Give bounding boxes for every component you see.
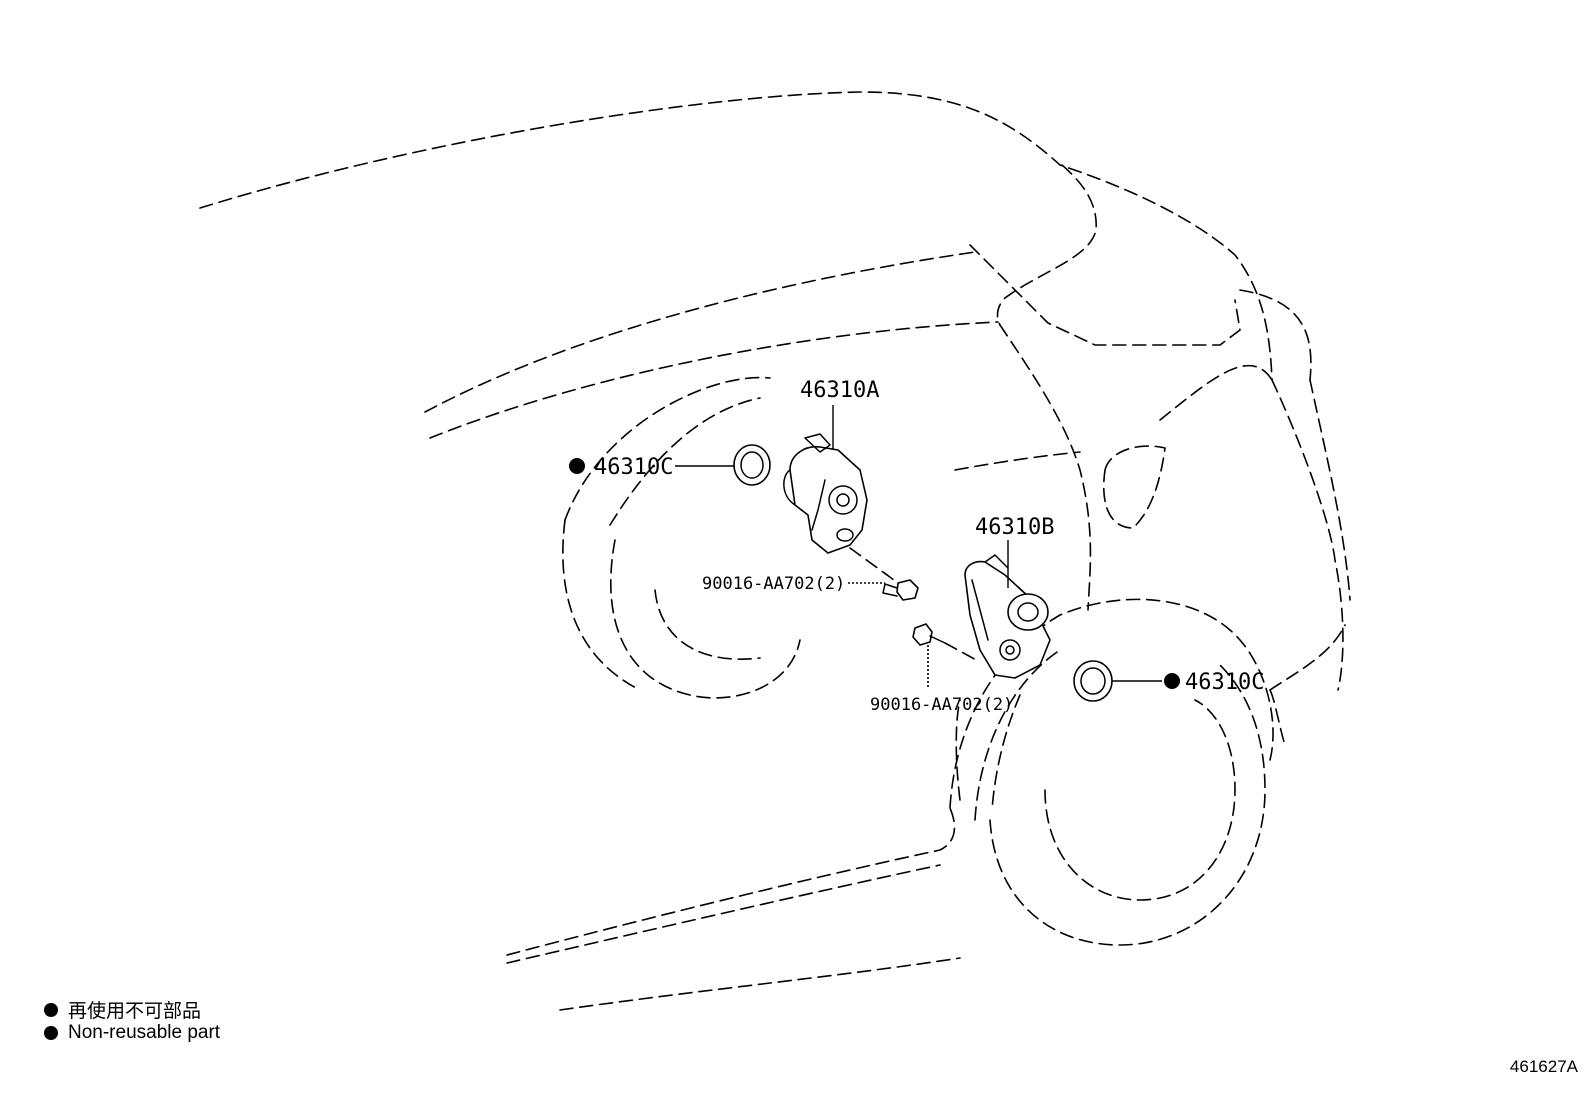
- legend-text-en: Non-reusable part: [68, 1022, 221, 1043]
- callout-bolt-lower: 90016-AA702(2): [870, 695, 1013, 715]
- speed-sensor-a: [783, 433, 868, 554]
- non-reusable-marker-left: [569, 458, 585, 474]
- bolt-upper: [882, 579, 919, 601]
- gasket-right: [1073, 660, 1113, 702]
- legend-text-jp: 再使用不可部品: [68, 1001, 202, 1022]
- bullet-icon: [44, 1002, 58, 1017]
- callout-46310c-left: 46310C: [594, 455, 673, 480]
- bolt-lower: [912, 623, 946, 646]
- legend-non-reusable-jp: 再使用不可部品: [44, 996, 201, 1023]
- assembly-guides: [849, 547, 981, 663]
- vehicle-body-outline: [199, 91, 1351, 1011]
- non-reusable-marker-right: [1164, 673, 1180, 689]
- callout-46310c-right: 46310C: [1185, 670, 1264, 695]
- leader-lines: [675, 405, 1162, 687]
- legend-non-reusable-en: Non-reusable part: [44, 1022, 220, 1044]
- callout-46310b: 46310B: [975, 515, 1054, 540]
- speed-sensor-b: [964, 554, 1051, 679]
- diagram-code: 461627A: [1509, 1057, 1578, 1076]
- callout-bolt-upper: 90016-AA702(2): [702, 574, 845, 594]
- gasket-left: [733, 444, 771, 486]
- callout-46310a: 46310A: [800, 378, 879, 403]
- bullet-icon: [44, 1026, 58, 1040]
